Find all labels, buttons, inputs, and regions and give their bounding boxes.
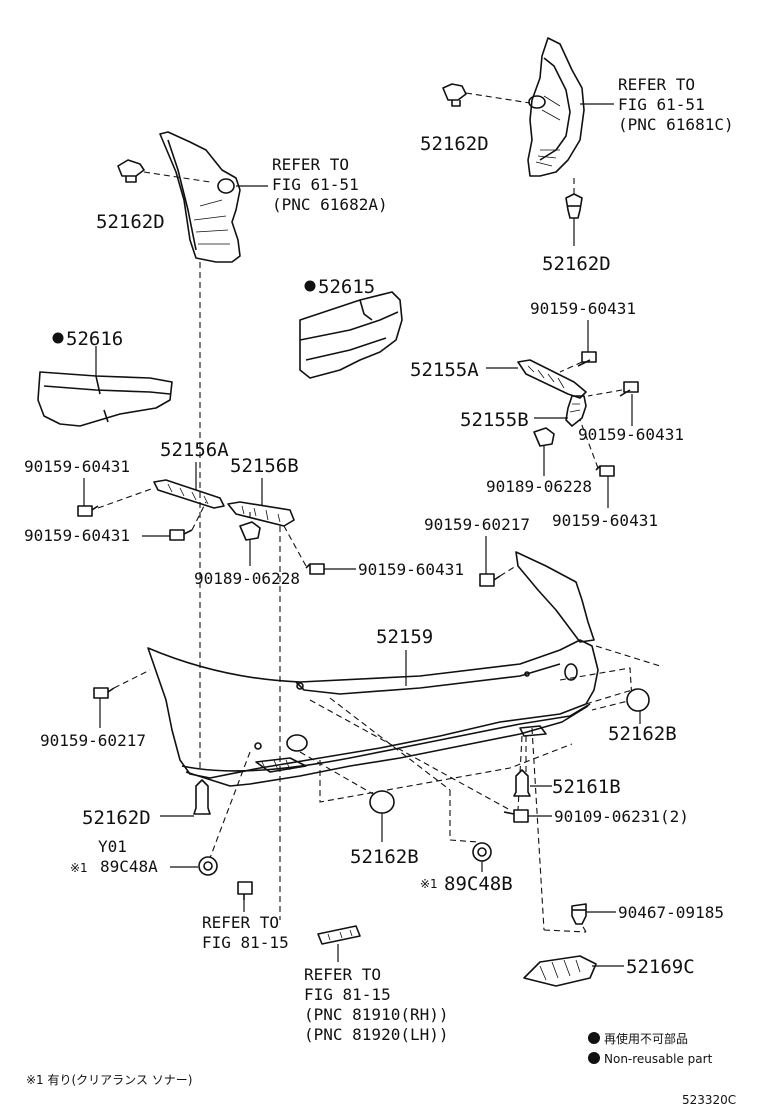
label-89c48a: 89C48A <box>100 857 158 876</box>
ref-fig-81-15-a-line2: FIG 81-15 <box>202 933 289 952</box>
ref-top-left-line3: (PNC 61682A) <box>272 195 388 214</box>
ref-top-right-line1: REFER TO <box>618 75 695 94</box>
ref-top-left-line1: REFER TO <box>272 155 349 174</box>
clip-90189-06228-b <box>239 521 261 541</box>
label-90189-06228-a: 90189-06228 <box>486 477 592 496</box>
cap-52162b-center <box>369 790 395 814</box>
legend-dot-en <box>588 1052 600 1064</box>
bracket-52156b <box>227 501 295 527</box>
label-90159-60431-c: 90159-60431 <box>552 511 658 530</box>
label-90467-09185: 90467-09185 <box>618 903 724 922</box>
ref-fig-81-15-a-line1: REFER TO <box>202 913 279 932</box>
sensor-89c48b <box>472 842 492 862</box>
label-52615: 52615 <box>318 276 375 298</box>
clip-90467-09185 <box>571 903 587 925</box>
label-90159-60431-b: 90159-60431 <box>578 425 684 444</box>
label-y01: Y01 <box>98 837 127 856</box>
legend-dot-jp <box>588 1032 600 1044</box>
label-90159-60431-d: 90159-60431 <box>24 457 130 476</box>
label-52156b: 52156B <box>230 455 299 477</box>
bolt-90159-60431-d <box>77 505 99 517</box>
label-90159-60217-b: 90159-60217 <box>424 515 530 534</box>
label-52162b-b: 52162B <box>350 846 419 868</box>
bracket-52156a <box>153 479 225 509</box>
label-52161b: 52161B <box>552 776 621 798</box>
bracket-52155a <box>517 359 587 399</box>
bracket-52155b <box>565 395 587 427</box>
ref-top-left-line2: FIG 61-51 <box>272 175 359 194</box>
label-90109-06231: 90109-06231(2) <box>554 807 689 826</box>
footnote: ※1 有り(クリアランス ソナー) <box>26 1073 192 1087</box>
ref-top-right-line2: FIG 61-51 <box>618 95 705 114</box>
label-52162d-c: 52162D <box>96 211 165 233</box>
label-90159-60431-f: 90159-60431 <box>358 560 464 579</box>
label-90189-06228-b: 90189-06228 <box>194 569 300 588</box>
legend: 再使用不可部品 Non-reusable part <box>588 1031 713 1066</box>
bolt-90159-60431-a <box>577 351 597 367</box>
bolt-90159-60431-b <box>619 381 639 397</box>
bolt-90159-60431-e <box>169 529 193 541</box>
non-reusable-mark-52615 <box>304 280 316 292</box>
legend-en: Non-reusable part <box>604 1052 713 1066</box>
bolt-90159-60217-b <box>479 573 501 587</box>
label-52162b-a: 52162B <box>608 723 677 745</box>
ref-fig-81-15-b-line2: FIG 81-15 <box>304 985 391 1004</box>
ref-fig-81-15-b-line4: (PNC 81920(LH)) <box>304 1025 449 1044</box>
bolt-90159-60431-c <box>595 465 615 477</box>
label-89c48b-mark: ※1 <box>420 877 438 891</box>
cap-52162b-right <box>626 688 650 712</box>
label-52155a: 52155A <box>410 359 479 381</box>
clip-90189-06228-a <box>533 427 555 447</box>
label-90159-60217-a: 90159-60217 <box>40 731 146 750</box>
clip-52162d-top-right <box>442 83 467 107</box>
cover-52169c <box>523 955 597 987</box>
upper-right-quarter-bracket <box>527 37 585 177</box>
diagram-code: 523320C <box>682 1093 736 1107</box>
label-52162d-a: 52162D <box>420 133 489 155</box>
label-52162d-b: 52162D <box>542 253 611 275</box>
clip-52162d-lower-left <box>193 779 211 815</box>
reflector-fig-81-15 <box>317 925 361 945</box>
label-52169c: 52169C <box>626 956 695 978</box>
clip-52162d-right-lower <box>565 193 583 219</box>
rear-bumper-cover-52159 <box>147 551 599 787</box>
ref-fig-81-15-b-line1: REFER TO <box>304 965 381 984</box>
label-89c48a-mark: ※1 <box>70 861 88 875</box>
sensor-89c48a <box>198 856 218 876</box>
clip-52162d-top-left <box>117 159 145 183</box>
legend-jp: 再使用不可部品 <box>604 1031 688 1046</box>
label-52616: 52616 <box>66 328 123 350</box>
label-90159-60431-a: 90159-60431 <box>530 299 636 318</box>
upper-left-quarter-bracket <box>159 131 241 263</box>
bolt-90159-60431-f <box>305 563 325 575</box>
label-89c48b: 89C48B <box>444 873 513 895</box>
ref-top-right-line3: (PNC 61681C) <box>618 115 734 134</box>
label-52156a: 52156A <box>160 439 229 461</box>
screw-90109-06231 <box>503 809 529 823</box>
label-52159: 52159 <box>376 626 433 648</box>
bolt-90159-60217-a <box>93 687 115 699</box>
ref-fig-81-15-b-line3: (PNC 81910(RH)) <box>304 1005 449 1024</box>
label-90159-60431-e: 90159-60431 <box>24 526 130 545</box>
label-52155b: 52155B <box>460 409 529 431</box>
absorber-52615 <box>299 291 403 379</box>
bolt-fig-81-15 <box>237 881 253 900</box>
label-52162d-d: 52162D <box>82 807 151 829</box>
absorber-52616 <box>37 371 173 427</box>
clip-52161b <box>513 769 531 797</box>
non-reusable-mark-52616 <box>52 332 64 344</box>
